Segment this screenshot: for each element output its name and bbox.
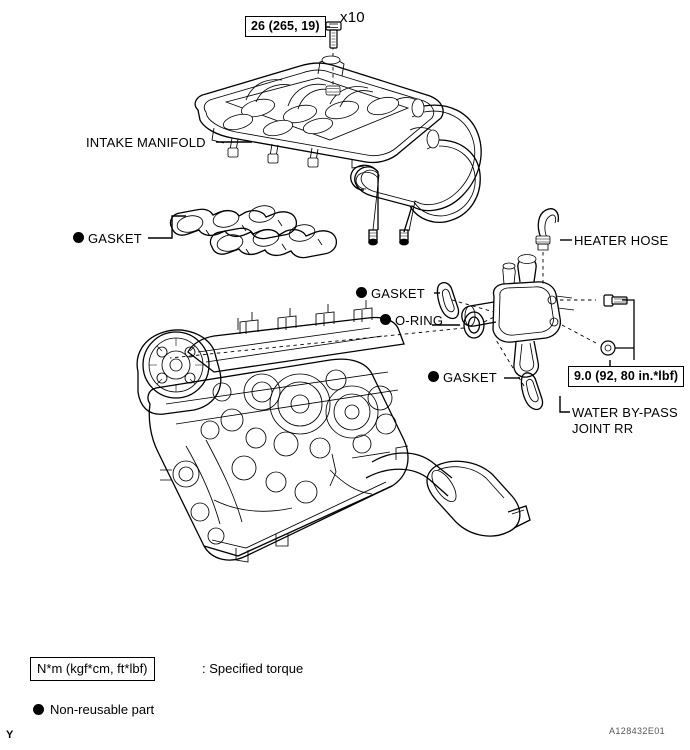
callout-heater-hose: HEATER HOSE	[574, 233, 669, 248]
callout-intake-manifold: INTAKE MANIFOLD	[86, 135, 206, 150]
callout-gasket-manifold: GASKET	[88, 231, 142, 246]
non-reusable-bullet-gasket-bypass-lower	[428, 371, 439, 382]
hose-end-fitting-right	[368, 229, 378, 246]
intake-manifold-gasket-part	[169, 205, 338, 259]
o-ring-part	[463, 311, 485, 339]
page-corner-mark: Y	[6, 729, 14, 741]
leader-water-bypass-joint	[559, 396, 570, 413]
fuel-hose-assembly	[350, 104, 482, 246]
non-reusable-bullet-gasket-bypass-upper	[356, 287, 367, 298]
non-reusable-bullet-gasket-manifold	[73, 232, 84, 243]
legend-torque-unit-box: N*m (kgf*cm, ft*lbf)	[30, 657, 155, 681]
bolt-quantity-label: x10	[340, 9, 365, 26]
water-bypass-joint-bolts	[560, 294, 635, 360]
assembly-line-gasket-upper	[451, 299, 495, 313]
legend-non-reusable-description: Non-reusable part	[50, 702, 155, 717]
legend-non-reusable-bullet	[33, 704, 44, 715]
intake-manifold-part	[194, 55, 444, 169]
leader-gasket-manifold	[148, 215, 186, 239]
figure-id-code: A128432E01	[609, 726, 666, 736]
heater-hose-part	[535, 208, 560, 284]
engine-block-assembly	[136, 300, 409, 563]
exhaust-pipe-catalytic-converter-part	[365, 445, 531, 537]
water-bypass-joint-part	[461, 254, 575, 378]
callout-gasket-bypass-upper: GASKET	[371, 286, 425, 301]
callout-water-bypass-joint: WATER BY-PASS JOINT RR	[572, 405, 678, 436]
water-bypass-gasket-lower-part	[520, 372, 544, 411]
callout-gasket-bypass-lower: GASKET	[443, 370, 497, 385]
assembly-line-to-engine	[169, 327, 465, 359]
intake-manifold-bolt-icon	[325, 21, 342, 92]
callout-o-ring: O-RING	[395, 313, 444, 328]
assembly-line-o-ring	[483, 315, 497, 323]
torque-spec-water-bypass-joint: 9.0 (92, 80 in.*lbf)	[568, 366, 685, 387]
hose-end-fitting-left	[399, 229, 409, 246]
legend-torque-description: : Specified torque	[202, 661, 304, 676]
non-reusable-bullet-o-ring	[380, 314, 391, 325]
torque-spec-intake-manifold: 26 (265, 19)	[245, 16, 326, 37]
